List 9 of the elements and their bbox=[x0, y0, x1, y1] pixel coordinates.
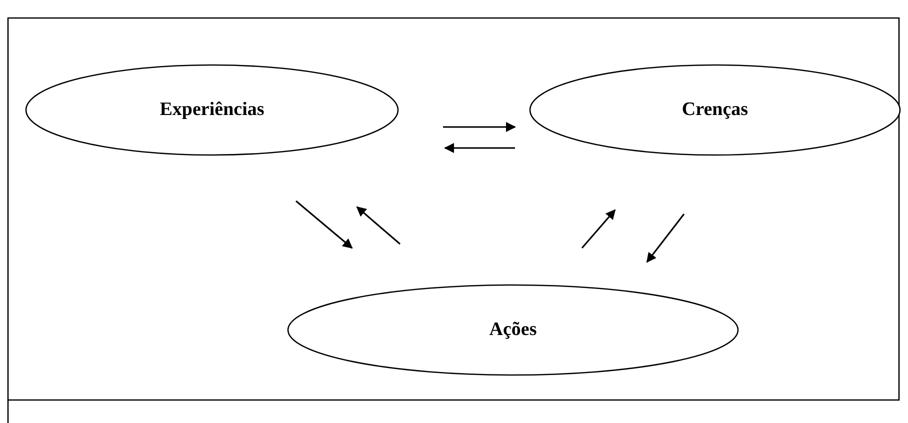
arrow bbox=[646, 214, 685, 263]
arrow bbox=[581, 209, 616, 249]
arrow bbox=[444, 143, 515, 153]
arrow bbox=[356, 206, 401, 245]
arrow bbox=[295, 200, 353, 249]
arrow bbox=[443, 122, 516, 132]
node-label: Ações bbox=[489, 319, 537, 341]
node-label: Crenças bbox=[682, 99, 748, 121]
node-label: Experiências bbox=[160, 99, 264, 121]
